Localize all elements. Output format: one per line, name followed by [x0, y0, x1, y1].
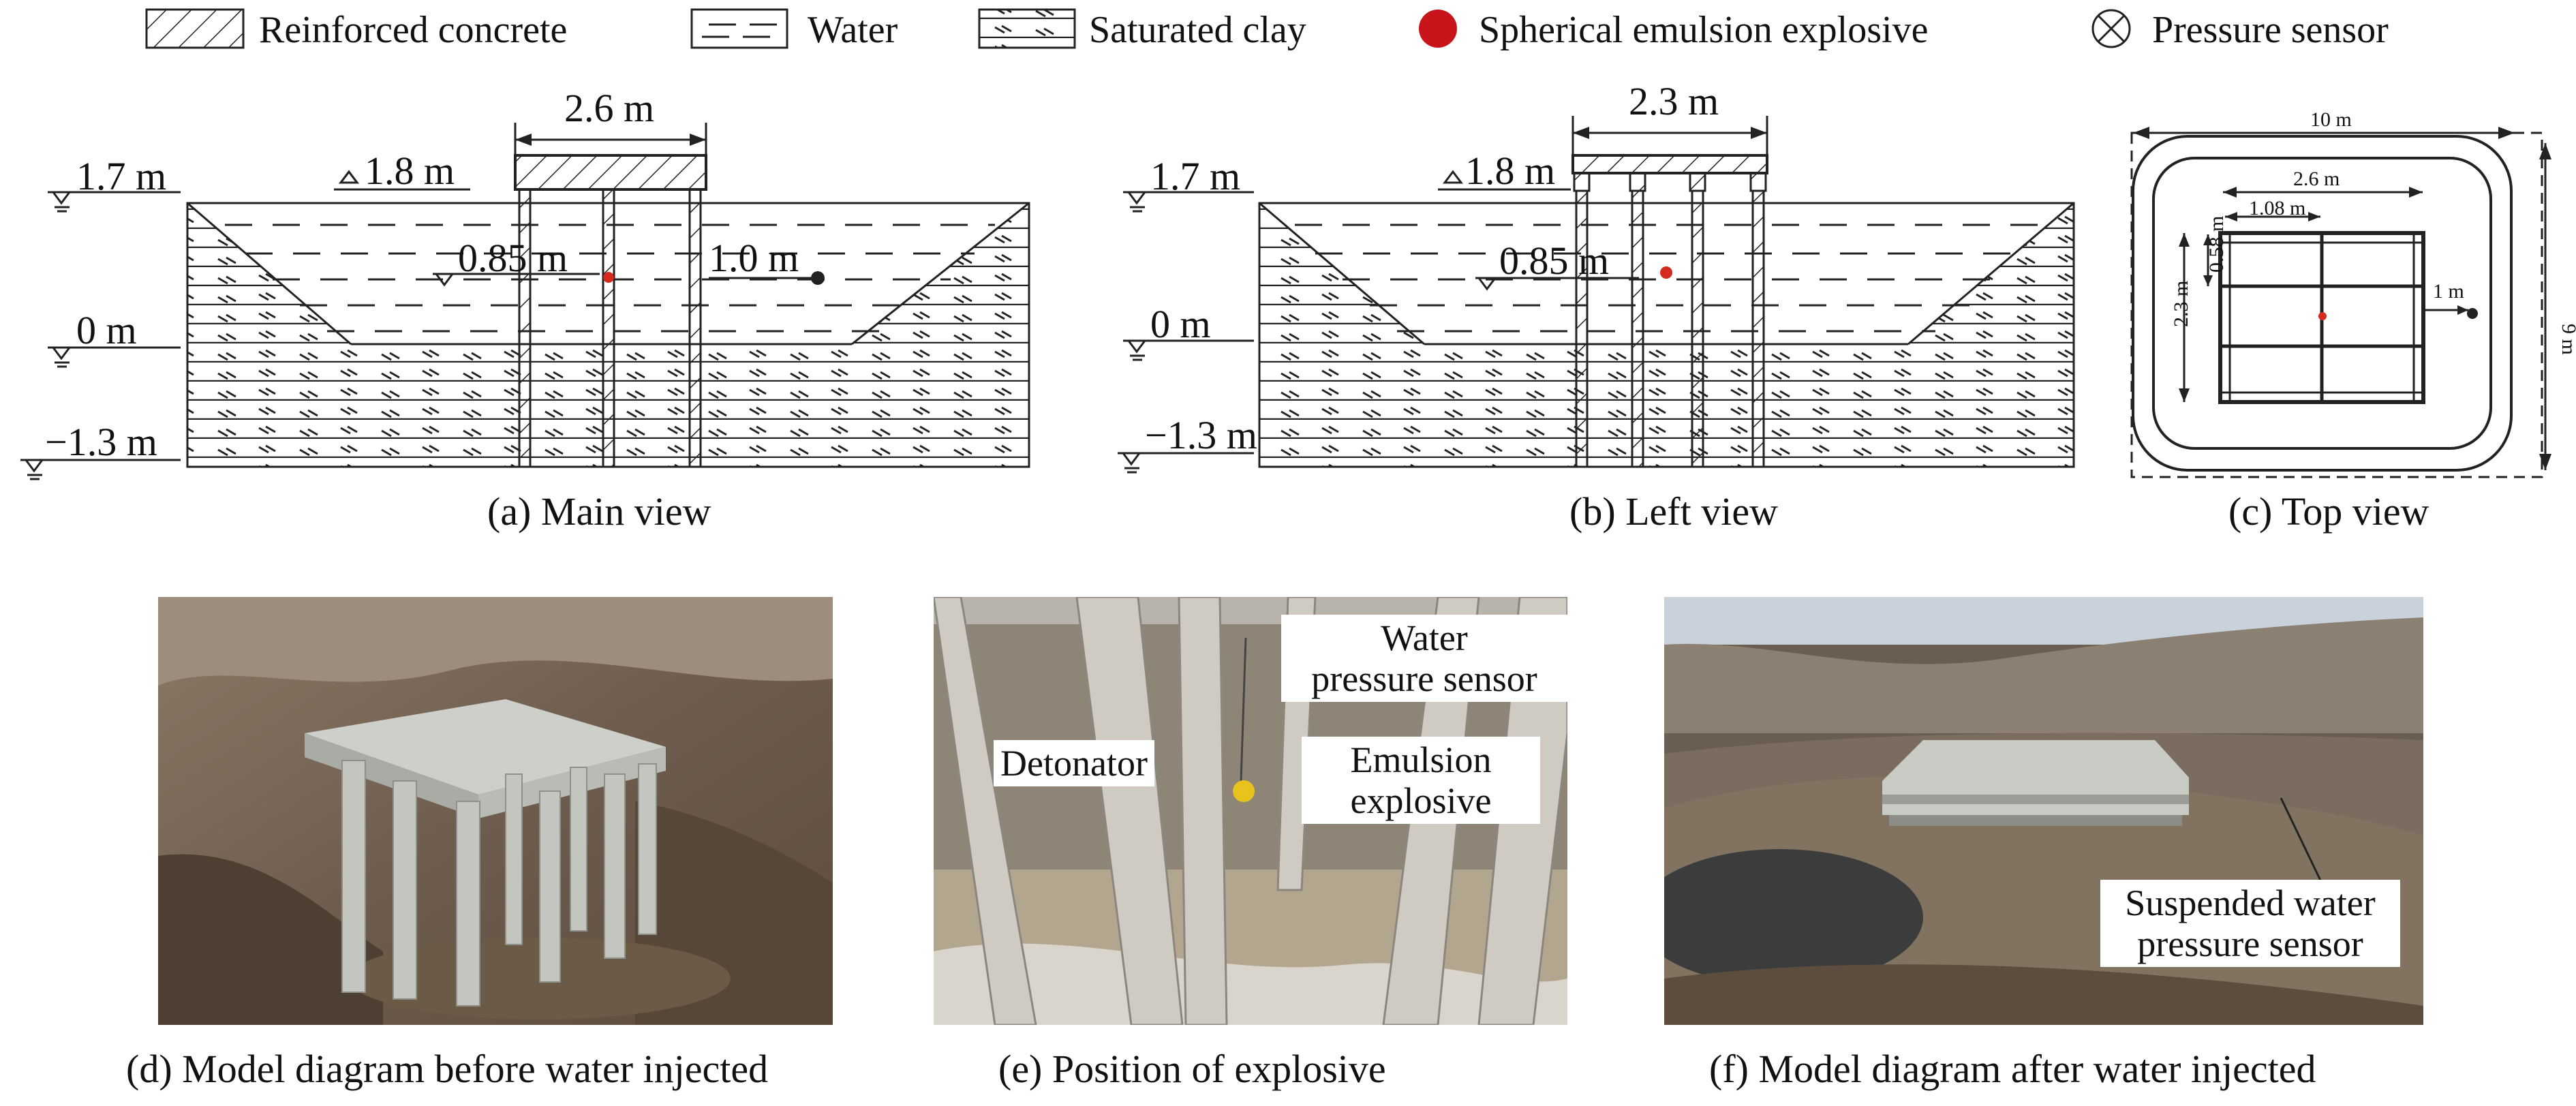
left-view-caption: (b) Left view	[1569, 489, 1778, 534]
top-slab-length: 2.6 m	[2293, 168, 2340, 190]
main-view-caption: (a) Main view	[487, 489, 711, 534]
left-level-18: 1.8 m	[1465, 149, 1555, 193]
left-width-label: 2.3 m	[1629, 79, 1719, 123]
legend-concrete-label: Reinforced concrete	[259, 9, 567, 51]
top-pit-length: 10 m	[2310, 108, 2352, 131]
left-level-m13: −1.3 m	[1145, 413, 1257, 457]
top-pile-spacing-y: 0.58 m	[2205, 216, 2228, 273]
left-level-0: 0 m	[1150, 302, 1211, 346]
top-view-caption: (c) Top view	[2228, 489, 2429, 534]
main-level-18: 1.8 m	[365, 149, 455, 193]
top-explosive-marker	[2318, 312, 2327, 320]
top-pit-width: 9 m	[2558, 324, 2576, 355]
legend-sensor-label: Pressure sensor	[2152, 9, 2389, 51]
legend-clay-label: Saturated clay	[1089, 9, 1306, 51]
left-explosive-marker	[1660, 266, 1672, 279]
left-charge-depth: 0.85 m	[1499, 239, 1609, 283]
main-charge-depth: 0.85 m	[458, 236, 568, 280]
main-level-17: 1.7 m	[76, 154, 166, 198]
caption-d: (d) Model diagram before water injected	[126, 1047, 769, 1091]
schematic-figure: Reinforced concrete Water Saturated clay…	[20, 8, 2576, 534]
top-slab-width: 2.3 m	[2170, 281, 2192, 327]
top-pile-spacing-x: 1.08 m	[2249, 197, 2305, 219]
legend-concrete-swatch	[145, 8, 245, 49]
legend-water-label: Water	[808, 9, 898, 51]
top-sensor-marker	[2467, 308, 2478, 319]
label-detonator: Detonator	[994, 740, 1154, 786]
main-level-0: 0 m	[76, 308, 137, 352]
legend: Reinforced concrete Water Saturated clay…	[145, 8, 2389, 51]
legend-clay-swatch	[978, 8, 1076, 49]
photo-before-water	[158, 597, 833, 1025]
caption-f: (f) Model diagram after water injected	[1709, 1047, 2316, 1091]
top-view: 10 m 9 m 2.6 m 1.08 m 2.3 m 0.58 m 1 m (…	[2130, 108, 2576, 534]
main-explosive-marker	[603, 272, 614, 283]
main-level-m13: −1.3 m	[45, 420, 157, 464]
left-view: 2.3 m 1.7 m 1.8 m 0 m −1.3 m 0.85 m (b) …	[1118, 79, 2075, 534]
caption-e: (e) Position of explosive	[998, 1047, 1386, 1091]
legend-water-swatch	[690, 8, 788, 49]
top-sensor-dist: 1 m	[2433, 280, 2464, 303]
legend-explosive-icon	[1419, 10, 1457, 48]
main-sensor-dist: 1.0 m	[709, 236, 799, 280]
main-view: 2.6 m 1.7 m 1.8 m 0 m −1.3 m 0.85 m 1.0 …	[20, 86, 1030, 534]
legend-explosive-label: Spherical emulsion explosive	[1479, 9, 1928, 51]
legend-sensor-icon	[2091, 9, 2131, 48]
left-level-17: 1.7 m	[1150, 154, 1240, 198]
main-sensor-marker	[811, 271, 825, 285]
main-width-label: 2.6 m	[564, 86, 654, 130]
